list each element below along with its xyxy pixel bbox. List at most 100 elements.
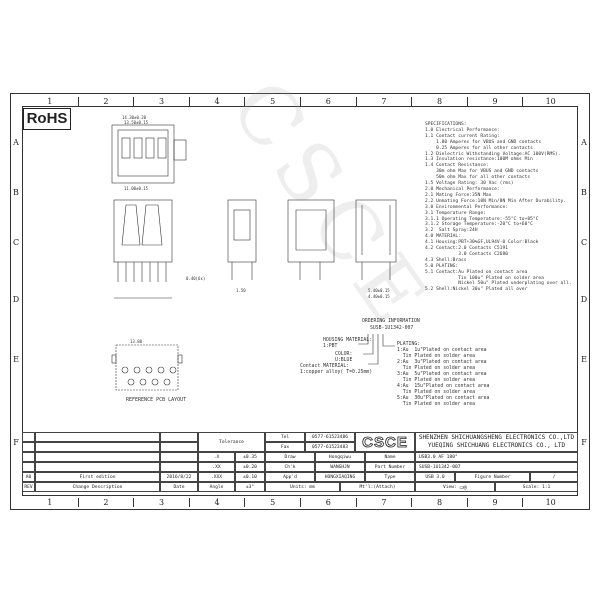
- column-label: 10: [522, 498, 578, 507]
- row-label: D: [12, 295, 20, 304]
- column-label: 10: [522, 97, 578, 106]
- tel-value: 0577-61523486: [305, 432, 355, 442]
- column-label: 3: [133, 498, 189, 507]
- fax-value: 0577-61523483: [305, 442, 355, 452]
- part-number-label: Part Number: [365, 462, 415, 472]
- material: Mt'l:(Attach): [340, 482, 415, 492]
- tolerance-header: Tolerance: [198, 432, 265, 452]
- company-name-1: SHENZHEN SHICHUANGSHENG ELECTRONICS CO.,…: [418, 434, 575, 441]
- name-label: Name: [365, 452, 415, 462]
- ordering-plating: PLATING: 1:Au 1u"Plated on contact area …: [397, 342, 490, 407]
- column-label: 1: [47, 97, 53, 106]
- type-label: Type: [365, 472, 415, 482]
- dim-label: 13.50±0.15: [124, 120, 149, 125]
- ordering-title: ORDERING INFORMATION: [362, 319, 420, 324]
- column-label: 6: [300, 498, 356, 507]
- ordering-color: COLOR: U:BLUE: [335, 352, 353, 363]
- company-logo: CSCE: [355, 432, 415, 452]
- dim-label: 11.00±0.15: [124, 186, 149, 191]
- figure-number-value: /: [530, 472, 578, 482]
- column-label: 8: [411, 498, 467, 507]
- ordering-leader-lines: [358, 334, 395, 365]
- column-label: 4: [188, 498, 245, 507]
- ordering-code: SUSB-1U1342-007: [370, 326, 414, 331]
- draw-value: Hongqiwu: [315, 452, 365, 462]
- units: Units: mm: [265, 482, 340, 492]
- row-label: A: [13, 138, 19, 147]
- dim-label: 5.40±0.15: [368, 288, 390, 293]
- column-label: 7: [355, 498, 412, 507]
- column-label: 2: [77, 498, 134, 507]
- company-name-2: YUEQING SHICHUANG ELECTRONICS CO., LTD: [427, 442, 566, 449]
- row-label: B: [13, 188, 19, 197]
- pcb-layout: [111, 344, 183, 391]
- tel-label: Tel: [265, 432, 305, 442]
- tolerance-value: ±0.35: [235, 452, 265, 462]
- column-label: 5: [244, 498, 300, 507]
- top-view: [111, 124, 187, 184]
- rohs-badge: RoHS: [23, 108, 71, 130]
- column-label: 1: [47, 498, 53, 507]
- pcb-layout-label: REFERENCE PCB LAYOUT: [126, 397, 186, 403]
- revision-code: A0: [22, 472, 35, 482]
- fax-label: Fax: [265, 442, 305, 452]
- row-label: D: [580, 295, 588, 304]
- rev-header: REV: [22, 482, 35, 492]
- tolerance-value: ±3°: [235, 482, 265, 492]
- date-header: Date: [160, 482, 198, 492]
- company-names: SHENZHEN SHICHUANGSHENG ELECTRONICS CO.,…: [415, 432, 578, 452]
- column-label: 4: [188, 97, 245, 106]
- type-value: USB 3.0: [415, 472, 455, 482]
- description-header: Change Description: [35, 482, 160, 492]
- name-value: USB3.0 AF 180°: [415, 452, 578, 462]
- front-view: [113, 199, 173, 299]
- drawing-border: [22, 106, 578, 496]
- row-label: F: [13, 438, 19, 447]
- tolerance-key: .XXX: [198, 472, 235, 482]
- column-label: 2: [77, 97, 134, 106]
- revision-date: 2016/8/22: [160, 472, 198, 482]
- column-label: 9: [466, 97, 523, 106]
- column-label: 9: [466, 498, 523, 507]
- approve-value: HONGXIAQING: [315, 472, 365, 482]
- column-label: 8: [411, 97, 467, 106]
- column-label: 5: [244, 97, 300, 106]
- dim-label: 0.40(6x): [186, 276, 205, 281]
- view-cell: View:▭◎: [415, 482, 495, 492]
- check-value: WANGHJN: [315, 462, 365, 472]
- dim-label: 1.50: [236, 288, 246, 293]
- projection-symbol-icon: ▭◎: [459, 483, 468, 491]
- revision-description: First edition: [35, 472, 160, 482]
- row-label: F: [581, 438, 587, 447]
- column-label: 3: [133, 97, 189, 106]
- row-label: C: [12, 238, 20, 247]
- approve-label: App'd: [265, 472, 315, 482]
- row-label: C: [580, 238, 588, 247]
- tolerance-value: ±0.10: [235, 472, 265, 482]
- row-label: E: [13, 355, 19, 364]
- tolerance-key: .XX: [198, 462, 235, 472]
- scale: Scale: 1:1: [495, 482, 578, 492]
- side-view-3: [355, 199, 397, 280]
- dim-label: 14.30±0.20: [122, 115, 147, 120]
- draw-label: Draw: [265, 452, 315, 462]
- side-view-2: [287, 199, 335, 280]
- dim-label: 4.40±0.15: [368, 294, 390, 299]
- view-label: View:: [442, 484, 457, 490]
- row-label: B: [581, 188, 587, 197]
- ordering-contact: Contact MATERIAL: 1:copper alloy( T=0.25…: [300, 364, 373, 375]
- drawing-frame: [10, 93, 590, 510]
- row-label: E: [581, 355, 587, 364]
- column-label: 6: [300, 97, 356, 106]
- dim-label: 13.80: [130, 339, 143, 344]
- side-view-1: [227, 199, 257, 280]
- tolerance-value: ±0.20: [235, 462, 265, 472]
- specifications-text: SPECIFICATIONS: 1.0 Electrical Performan…: [425, 122, 572, 293]
- tolerance-key: Angle: [198, 482, 235, 492]
- part-number-value: SUSB-1U1342-007: [415, 462, 578, 472]
- figure-number-label: Figure Number: [455, 472, 530, 482]
- title-block: A0 First edition 2016/8/22 REV Change De…: [22, 432, 578, 496]
- tolerance-key: .X: [198, 452, 235, 462]
- column-label: 7: [355, 97, 412, 106]
